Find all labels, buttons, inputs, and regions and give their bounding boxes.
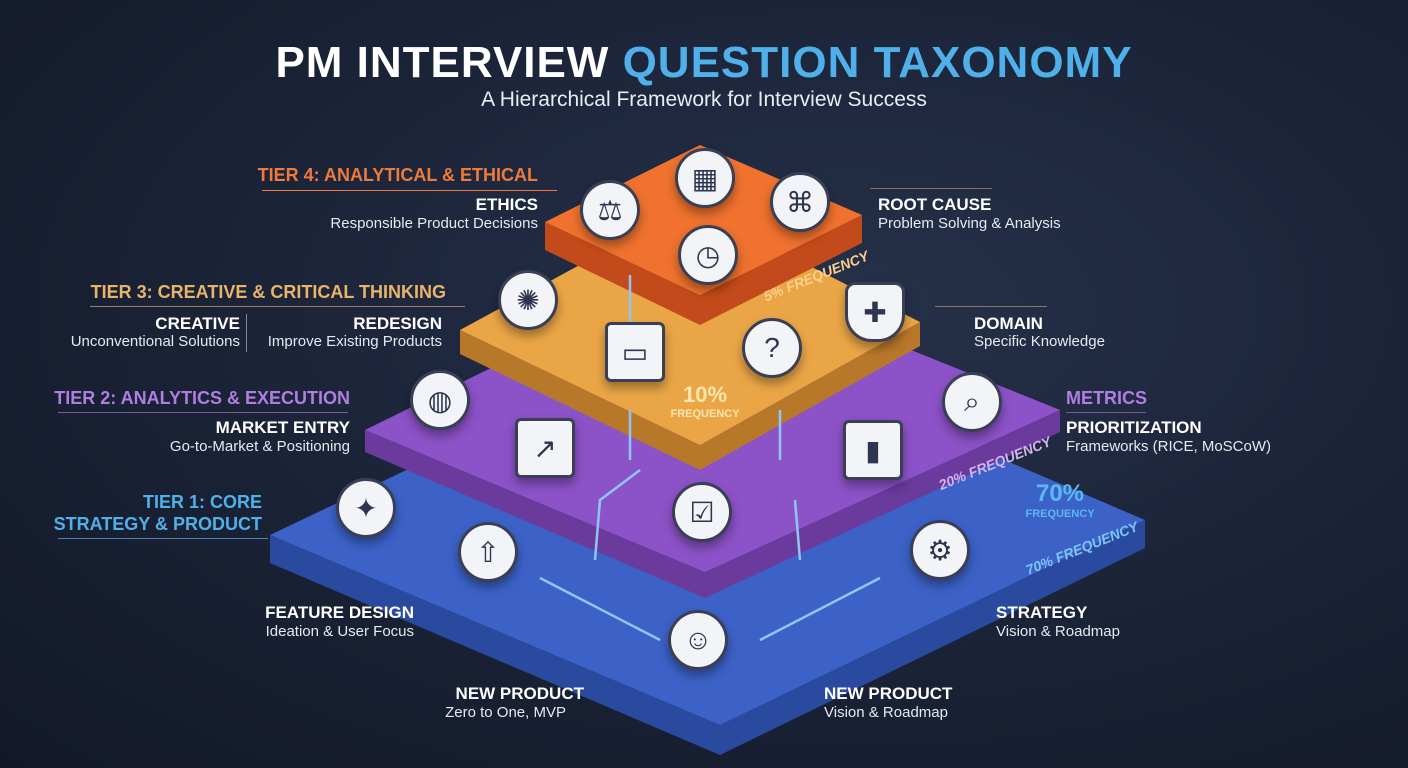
bar-chart-icon: ▮ xyxy=(843,420,903,480)
wireframe-icon: ▭ xyxy=(605,322,665,382)
title-accent: QUESTION TAXONOMY xyxy=(622,38,1133,87)
tier3-heading: TIER 3: CREATIVE & CRITICAL THINKING xyxy=(90,282,446,302)
stopwatch-icon: ◷ xyxy=(678,225,738,285)
hierarchy-search-icon: ⌘ xyxy=(770,172,830,232)
new-product-vision-desc: Vision & Roadmap xyxy=(824,704,948,721)
scale-icon: ⚖ xyxy=(580,180,640,240)
domain-label: DOMAIN xyxy=(974,314,1043,333)
tier1-divider xyxy=(58,538,268,539)
market-entry-label: MARKET ENTRY xyxy=(215,418,350,437)
title-main: PM INTERVIEW xyxy=(275,38,610,87)
page-title: PM INTERVIEW QUESTION TAXONOMY xyxy=(0,38,1408,88)
shield-icon: ✚ xyxy=(845,282,905,342)
globe-growth-icon: ◍ xyxy=(410,370,470,430)
tier2-divider xyxy=(58,412,348,413)
tier3-separator xyxy=(246,314,247,352)
root-cause-divider xyxy=(870,188,992,189)
gears-icon: ⚙ xyxy=(910,520,970,580)
tier1-heading-line2: STRATEGY & PRODUCT xyxy=(53,514,262,534)
prioritization-label: PRIORITIZATION xyxy=(1066,418,1202,437)
tier3-frequency: 10% FREQUENCY xyxy=(660,382,750,420)
users-chat-icon: ☺ xyxy=(668,610,728,670)
lightbulb-icon: ✦ xyxy=(336,478,396,538)
tier3-divider xyxy=(90,306,465,307)
metrics-heading: METRICS xyxy=(1066,388,1147,408)
flow-arrows xyxy=(539,275,881,642)
tier4-side xyxy=(545,215,862,325)
strategy-label: STRATEGY xyxy=(996,603,1088,622)
redesign-desc: Improve Existing Products xyxy=(267,333,442,350)
root-cause-label: ROOT CAUSE xyxy=(878,195,992,214)
strategy-desc: Vision & Roadmap xyxy=(996,623,1120,640)
tier2-heading: TIER 2: ANALYTICS & EXECUTION xyxy=(54,388,350,408)
tier1-frequency-pct: 70% xyxy=(1035,480,1085,507)
question-magnifier-icon: ? xyxy=(742,318,802,378)
root-cause-desc: Problem Solving & Analysis xyxy=(878,215,1061,232)
market-entry-desc: Go-to-Market & Positioning xyxy=(169,438,350,455)
new-product-vision-label: NEW PRODUCT xyxy=(824,684,953,703)
domain-divider xyxy=(935,306,1047,307)
tier2-side xyxy=(365,410,1060,598)
tier4-divider xyxy=(262,190,557,191)
metrics-divider xyxy=(1066,412,1146,413)
brain-icon: ✺ xyxy=(498,270,558,330)
tier1-frequency-word: FREQUENCY xyxy=(1025,508,1095,520)
tier1-side xyxy=(270,520,1145,755)
tier3-frequency-pct: 10% xyxy=(682,382,728,407)
chart-up-dollar-icon: ↗ xyxy=(515,418,575,478)
domain-desc: Specific Knowledge xyxy=(974,333,1105,350)
tier1-heading-line1: TIER 1: CORE xyxy=(142,492,262,512)
tier3-frequency-word: FREQUENCY xyxy=(670,408,740,420)
tier4-heading: TIER 4: ANALYTICAL & ETHICAL xyxy=(257,165,538,185)
prioritization-desc: Frameworks (RICE, MoSCoW) xyxy=(1066,438,1272,455)
tier3-side xyxy=(460,322,920,470)
new-product-mvp-desc: Zero to One, MVP xyxy=(445,704,566,721)
page-subtitle: A Hierarchical Framework for Interview S… xyxy=(481,88,927,111)
redesign-label: REDESIGN xyxy=(353,314,442,333)
growth-arrow-icon: ⇧ xyxy=(458,522,518,582)
new-product-mvp-label: NEW PRODUCT xyxy=(455,684,584,703)
creative-label: CREATIVE xyxy=(155,314,240,333)
feature-design-desc: Ideation & User Focus xyxy=(265,623,414,640)
magnifier-chart-icon: ⌕ xyxy=(942,372,1002,432)
ethics-label: ETHICS xyxy=(475,195,538,214)
calculator-cloud-icon: ▦ xyxy=(675,148,735,208)
tier1-frequency-big: 70% FREQUENCY xyxy=(1015,480,1105,520)
feature-design-label: FEATURE DESIGN xyxy=(265,603,414,622)
checklist-balance-icon: ☑ xyxy=(672,482,732,542)
creative-desc: Unconventional Solutions xyxy=(70,333,240,350)
ethics-desc: Responsible Product Decisions xyxy=(330,215,538,232)
